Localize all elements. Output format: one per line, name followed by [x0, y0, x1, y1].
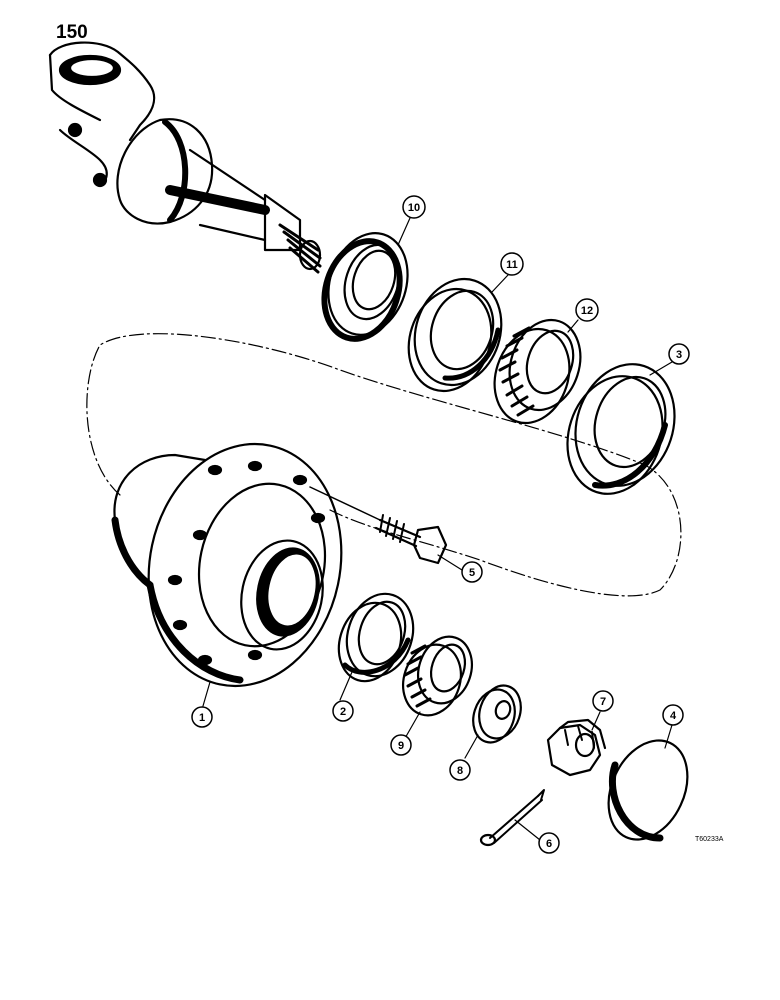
part-12-cone-bearing — [493, 318, 582, 425]
part-5-bolt — [309, 486, 448, 565]
callout-11-label: 11 — [506, 259, 518, 271]
callout-11: 11 — [500, 252, 524, 276]
callout-9: 9 — [390, 734, 412, 756]
callout-6: 6 — [538, 832, 560, 854]
callout-10-label: 10 — [408, 202, 420, 214]
callout-7-label: 7 — [600, 696, 606, 708]
callout-7: 7 — [592, 690, 614, 712]
callout-5: 5 — [461, 561, 483, 583]
assembly-indicator-loop — [86, 333, 682, 597]
part-6-cotter-pin — [479, 789, 545, 847]
callouts: 1 2 3 4 5 6 7 8 — [191, 195, 690, 854]
callout-2-label: 2 — [340, 706, 346, 718]
callout-12: 12 — [575, 298, 599, 322]
callout-4-label: 4 — [670, 710, 677, 722]
part-7-castle-nut — [546, 718, 607, 777]
callout-12-label: 12 — [581, 305, 593, 317]
callout-6-label: 6 — [546, 838, 552, 850]
callout-3: 3 — [668, 343, 690, 365]
callout-9-label: 9 — [398, 740, 404, 752]
page-number: 150 — [56, 22, 88, 43]
part-11-bearing-cup — [407, 277, 503, 393]
callout-8-label: 8 — [457, 765, 463, 777]
part-2-bearing-cup — [337, 592, 415, 683]
callout-5-label: 5 — [469, 567, 475, 579]
callout-8: 8 — [449, 759, 471, 781]
callout-1-label: 1 — [199, 712, 205, 724]
callout-1: 1 — [191, 706, 213, 728]
callout-2: 2 — [332, 700, 354, 722]
callout-10: 10 — [402, 195, 426, 219]
part-1-hub — [111, 442, 343, 688]
part-8-washer — [472, 684, 522, 744]
figure-code: T60233A — [695, 836, 724, 843]
part-10-seal — [321, 232, 409, 342]
callout-4: 4 — [662, 704, 684, 726]
callout-3-label: 3 — [676, 349, 682, 361]
part-9-cone-bearing — [402, 635, 473, 717]
part-3-bearing-cup — [566, 363, 676, 495]
axle-spindle — [48, 41, 322, 274]
part-4-dust-cap — [607, 739, 689, 842]
leader-lines — [202, 217, 673, 841]
